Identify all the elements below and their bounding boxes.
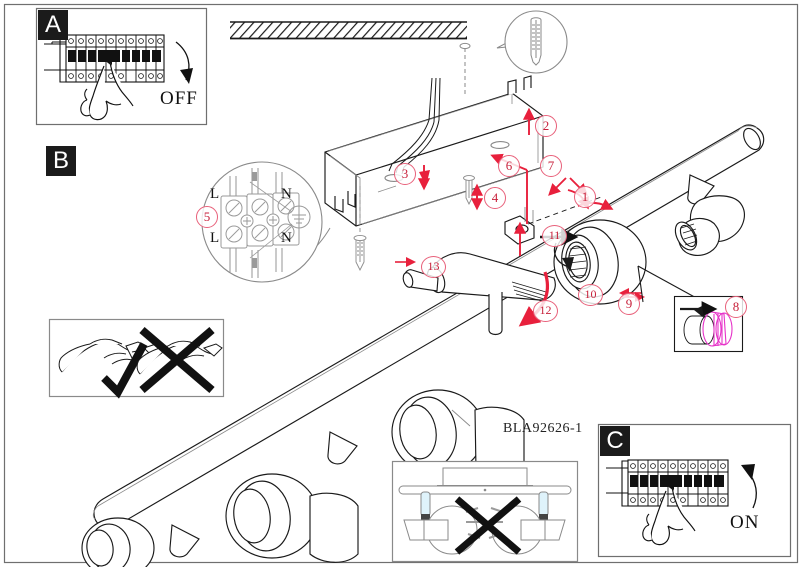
callout-3: 3 [394,163,416,185]
spot-head [327,389,525,479]
mounting-plate [324,75,544,227]
terminal-block-detail [201,161,331,283]
model-number: BLA92626-1 [503,421,583,436]
callout-12: 12 [533,300,558,322]
terminal-label-n-top: N [281,186,292,202]
spot-bar-assembly [81,124,765,567]
bulb-handling-panel [48,318,225,399]
callout-4: 4 [484,187,506,209]
panel-c-artwork [606,459,757,546]
cross-icon [454,496,522,555]
callout-7: 7 [540,155,562,177]
spot-head [169,473,359,563]
panel-a-caption: OFF [160,88,198,109]
callout-2: 2 [535,115,557,137]
panel-label-a: A [38,10,68,40]
beam-direction-panel [391,460,579,563]
callout-9: 9 [618,293,640,315]
callout-11: 11 [542,225,567,247]
spot-head [674,174,745,257]
check-icon [101,342,148,399]
panel-c-caption: ON [730,512,760,533]
terminal-label-n-bottom: N [281,230,292,246]
panel-label-b: B [46,146,76,176]
callout-1: 1 [574,186,596,208]
callout-6: 6 [498,155,520,177]
callout-5: 5 [196,206,218,228]
panel-a-artwork [44,34,193,121]
ceiling-hatch [230,21,467,40]
wall-plug-magnifier [496,10,568,74]
callout-13: 13 [421,256,446,278]
terminal-label-l-bottom: L [210,230,220,246]
fixing-screws [353,175,475,272]
spot-head [81,517,155,567]
earth-ground-icon [287,205,311,229]
cross-icon [139,326,215,394]
panel-label-c: C [600,426,630,456]
callout-8: 8 [725,296,747,318]
callout-10: 10 [578,284,603,306]
terminal-label-l-top: L [210,186,220,202]
